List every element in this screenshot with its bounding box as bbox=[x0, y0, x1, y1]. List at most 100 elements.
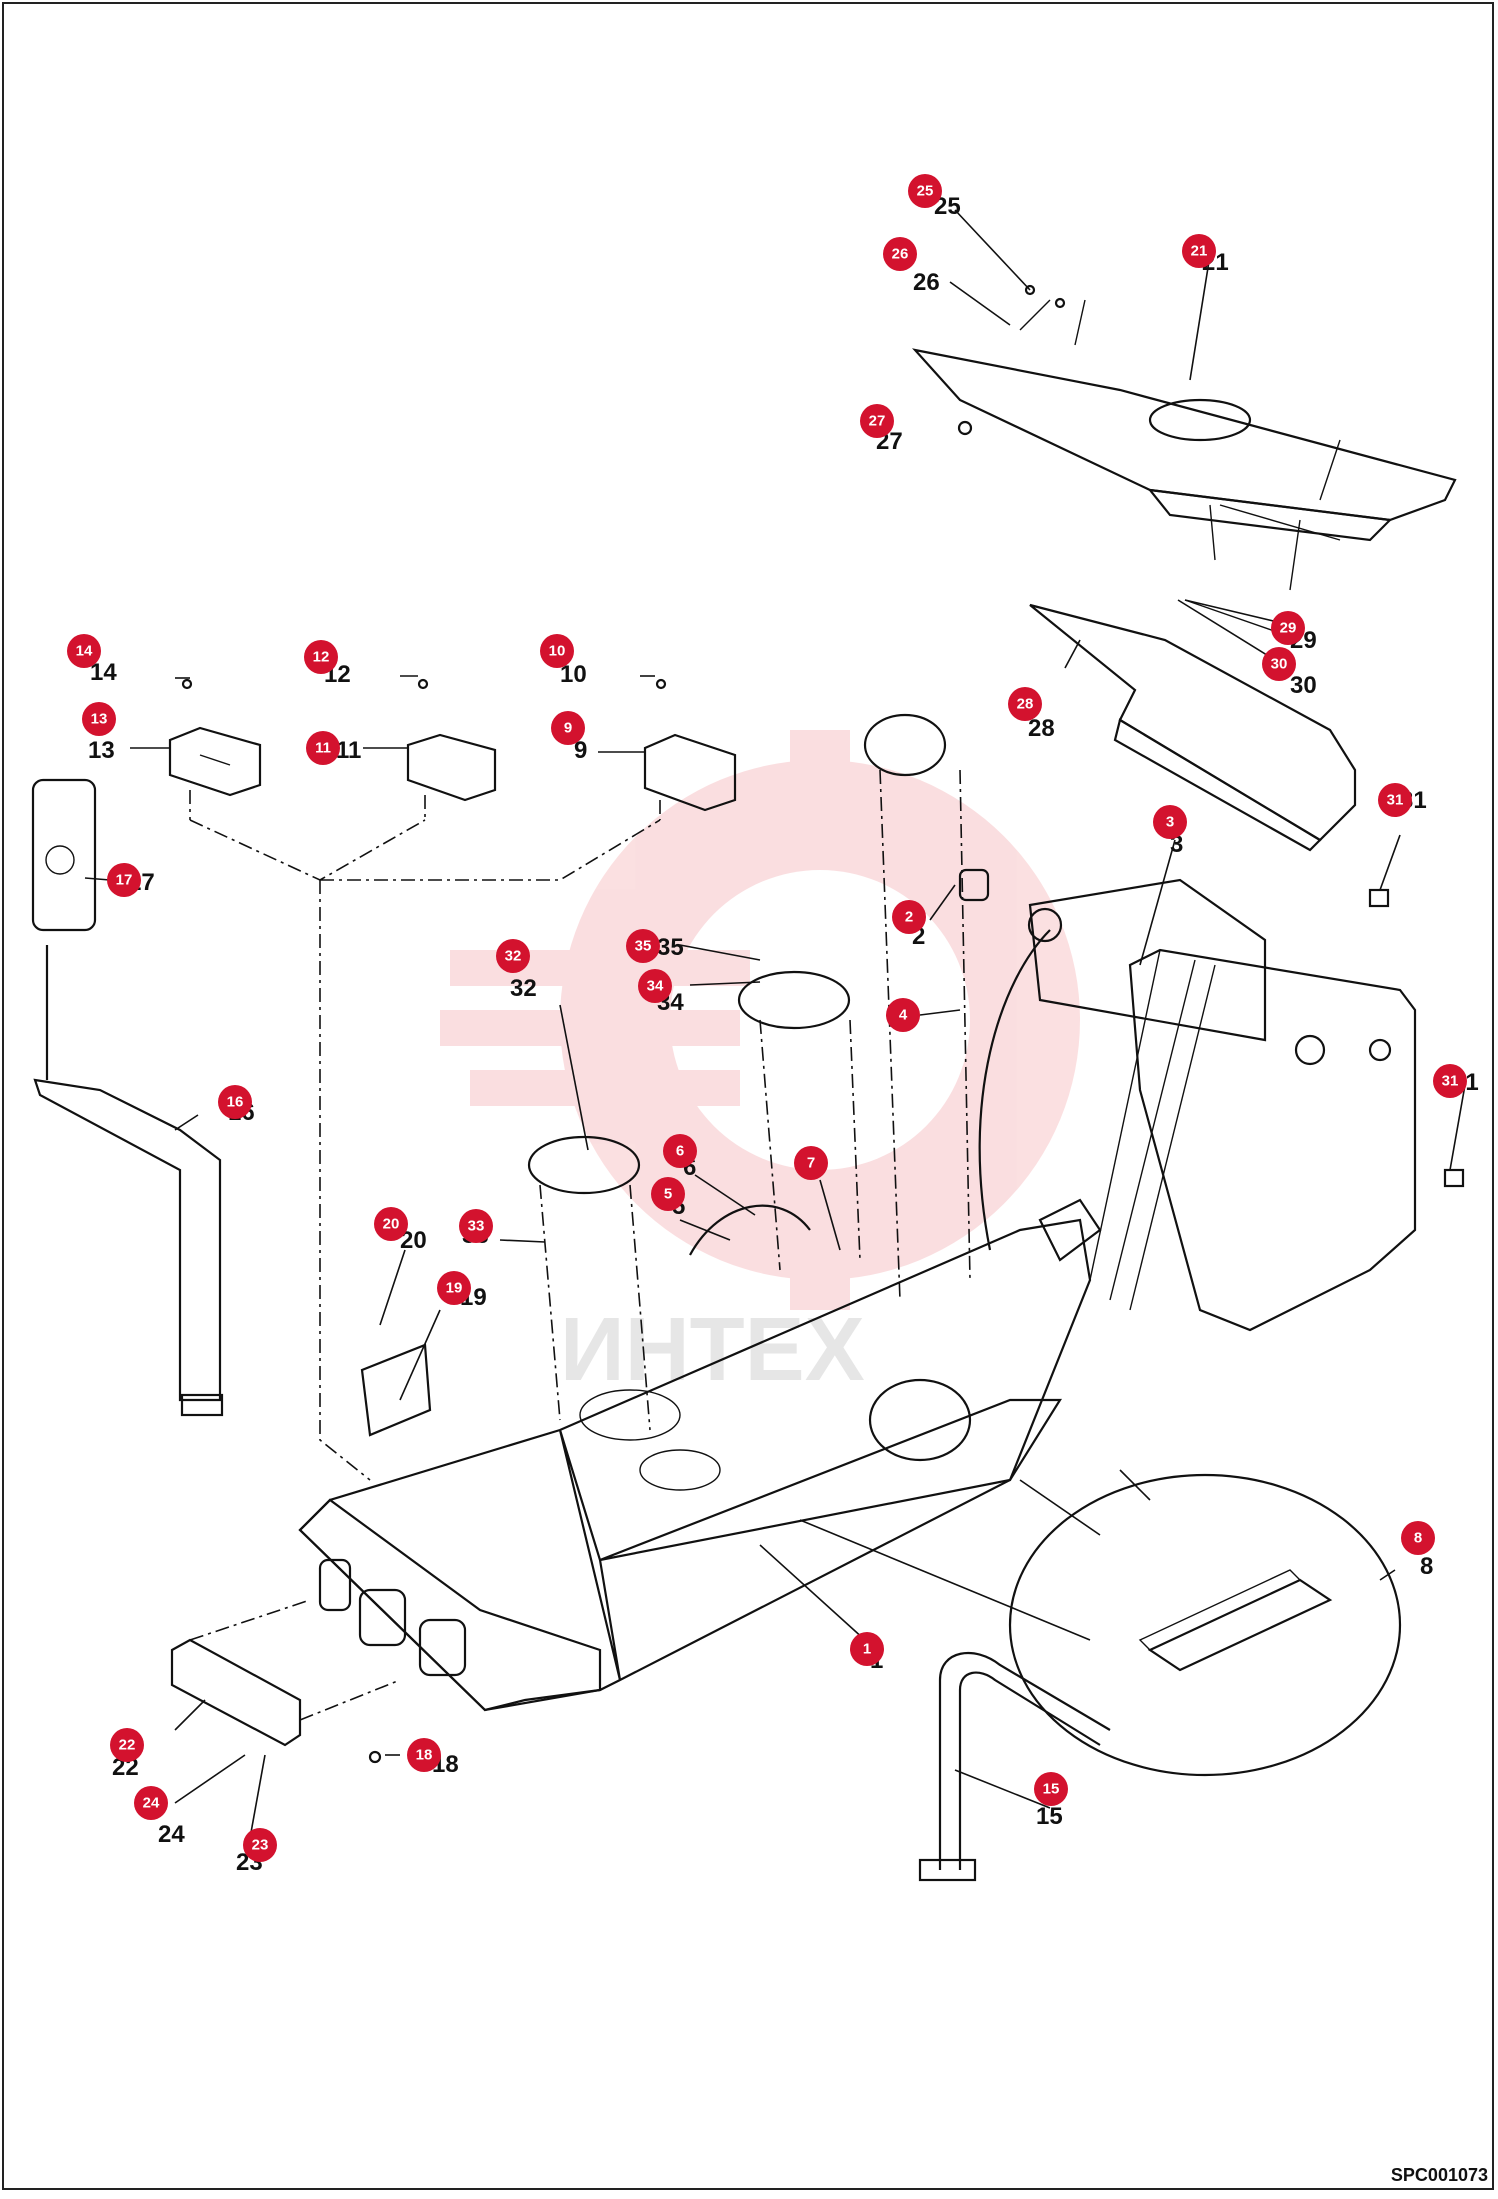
svg-text:16: 16 bbox=[227, 1094, 244, 1111]
loader-tower bbox=[978, 907, 1417, 1332]
svg-text:32: 32 bbox=[505, 948, 522, 965]
plain-label-28: 28 bbox=[1028, 715, 1055, 742]
callout-31-top[interactable]: 31 bbox=[1378, 783, 1412, 817]
callout-16[interactable]: 16 bbox=[218, 1085, 252, 1119]
callout-19[interactable]: 19 bbox=[437, 1271, 471, 1305]
small-cover-plate bbox=[360, 1343, 432, 1437]
svg-text:6: 6 bbox=[676, 1143, 684, 1160]
plain-label-26: 26 bbox=[913, 269, 940, 296]
callout-8[interactable]: 8 bbox=[1401, 1521, 1435, 1555]
svg-text:22: 22 bbox=[119, 1737, 136, 1754]
callout-12[interactable]: 12 bbox=[304, 640, 338, 674]
svg-text:35: 35 bbox=[635, 938, 652, 955]
svg-text:17: 17 bbox=[116, 872, 133, 889]
svg-text:15: 15 bbox=[1043, 1781, 1060, 1798]
plain-label-35: 35 bbox=[657, 934, 684, 961]
callout-1[interactable]: 1 bbox=[850, 1632, 884, 1666]
callout-10[interactable]: 10 bbox=[540, 634, 574, 668]
callout-25[interactable]: 25 bbox=[908, 174, 942, 208]
fastener-bits bbox=[181, 284, 1465, 1764]
plain-label-32: 32 bbox=[510, 975, 537, 1002]
top-cover-plate bbox=[911, 299, 1457, 591]
detail-view-circle bbox=[799, 1469, 1402, 1777]
svg-text:3: 3 bbox=[1166, 814, 1174, 831]
callout-4[interactable]: 4 bbox=[886, 998, 920, 1032]
handrail bbox=[918, 1651, 1111, 1882]
callout-31-right[interactable]: 31 bbox=[1433, 1064, 1467, 1098]
callout-9[interactable]: 9 bbox=[551, 711, 585, 745]
callout-15[interactable]: 15 bbox=[1034, 1772, 1068, 1806]
callout-23[interactable]: 23 bbox=[243, 1828, 277, 1862]
plain-label-13: 13 bbox=[88, 737, 115, 764]
mirror-and-bracket bbox=[31, 778, 224, 1417]
plain-label-9: 9 bbox=[574, 737, 587, 764]
svg-text:13: 13 bbox=[91, 711, 108, 728]
callout-32[interactable]: 32 bbox=[496, 939, 530, 973]
callout-30[interactable]: 30 bbox=[1262, 647, 1296, 681]
svg-text:14: 14 bbox=[76, 643, 93, 660]
weight-blocks bbox=[168, 726, 737, 1481]
access-covers bbox=[527, 713, 971, 1431]
callout-29[interactable]: 29 bbox=[1271, 611, 1305, 645]
svg-text:23: 23 bbox=[252, 1837, 269, 1854]
callout-26[interactable]: 26 bbox=[883, 237, 917, 271]
callout-21[interactable]: 21 bbox=[1182, 234, 1216, 268]
leader-lines bbox=[84, 209, 1466, 1839]
callout-24[interactable]: 24 bbox=[134, 1786, 168, 1820]
drawing-reference-code: SPC001073 bbox=[1390, 2165, 1488, 2185]
callout-6[interactable]: 6 bbox=[663, 1134, 697, 1168]
callout-27[interactable]: 27 bbox=[860, 404, 894, 438]
callout-35[interactable]: 35 bbox=[626, 929, 660, 963]
svg-text:27: 27 bbox=[869, 413, 886, 430]
plain-label-15: 15 bbox=[1036, 1803, 1063, 1830]
callout-22[interactable]: 22 bbox=[110, 1728, 144, 1762]
svg-text:24: 24 bbox=[143, 1795, 160, 1812]
plain-label-24: 24 bbox=[158, 1821, 185, 1848]
callout-20[interactable]: 20 bbox=[374, 1207, 408, 1241]
watermark-text: ИНТЕХ bbox=[560, 1300, 865, 1400]
svg-text:25: 25 bbox=[917, 183, 934, 200]
callout-5[interactable]: 5 bbox=[651, 1177, 685, 1211]
svg-text:29: 29 bbox=[1280, 620, 1297, 637]
svg-text:5: 5 bbox=[664, 1186, 672, 1203]
callout-28[interactable]: 28 bbox=[1008, 687, 1042, 721]
plain-number-labels: 25 26 27 21 28 29 30 14 12 10 13 11 9 17… bbox=[88, 193, 1479, 1876]
rear-plate bbox=[170, 1599, 401, 1747]
callout-34[interactable]: 34 bbox=[638, 969, 672, 1003]
plain-label-8: 8 bbox=[1420, 1553, 1433, 1580]
svg-text:4: 4 bbox=[899, 1007, 908, 1024]
svg-text:18: 18 bbox=[416, 1747, 433, 1764]
svg-text:9: 9 bbox=[564, 720, 572, 737]
svg-text:26: 26 bbox=[892, 246, 909, 263]
svg-text:34: 34 bbox=[647, 978, 664, 995]
svg-text:31: 31 bbox=[1387, 792, 1404, 809]
svg-text:19: 19 bbox=[446, 1280, 463, 1297]
plain-label-11: 11 bbox=[336, 737, 361, 764]
callout-18[interactable]: 18 bbox=[407, 1738, 441, 1772]
svg-text:2: 2 bbox=[905, 909, 913, 926]
callout-7[interactable]: 7 bbox=[794, 1146, 828, 1180]
svg-text:10: 10 bbox=[549, 643, 566, 660]
callout-13[interactable]: 13 bbox=[82, 702, 116, 736]
callout-14[interactable]: 14 bbox=[67, 634, 101, 668]
svg-text:20: 20 bbox=[383, 1216, 400, 1233]
svg-text:11: 11 bbox=[315, 740, 331, 757]
main-chassis-frame bbox=[298, 878, 1267, 1712]
callout-3[interactable]: 3 bbox=[1153, 805, 1187, 839]
callout-33[interactable]: 33 bbox=[459, 1209, 493, 1243]
svg-text:30: 30 bbox=[1271, 656, 1288, 673]
svg-text:8: 8 bbox=[1414, 1530, 1422, 1547]
callout-2[interactable]: 2 bbox=[892, 900, 926, 934]
svg-text:31: 31 bbox=[1442, 1073, 1459, 1090]
svg-text:33: 33 bbox=[468, 1218, 485, 1235]
svg-text:21: 21 bbox=[1191, 243, 1208, 260]
callout-17[interactable]: 17 bbox=[107, 863, 141, 897]
svg-text:1: 1 bbox=[863, 1641, 871, 1658]
callouts: 25 26 27 21 29 30 28 14 12 10 13 11 9 17… bbox=[67, 174, 1467, 1862]
svg-text:28: 28 bbox=[1017, 696, 1034, 713]
svg-text:7: 7 bbox=[807, 1155, 815, 1172]
callout-11[interactable]: 11 bbox=[306, 731, 340, 765]
